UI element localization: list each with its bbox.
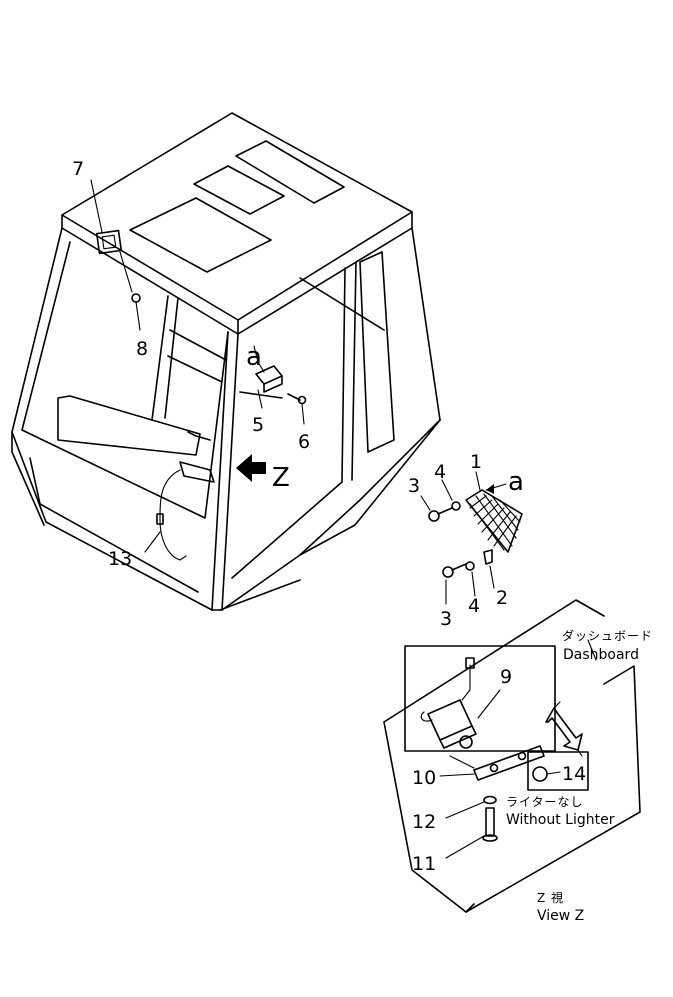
view-z-arrow xyxy=(236,454,266,482)
view-z-jp: Z 視 xyxy=(537,890,564,905)
label-view-arrow: Z xyxy=(272,463,290,493)
callout-4-top: 4 xyxy=(434,461,446,483)
bracket-5 xyxy=(255,361,283,409)
callout-13: 13 xyxy=(108,548,132,570)
callout-3-top: 3 xyxy=(408,475,420,497)
operator-cab xyxy=(11,112,441,611)
callout-2: 2 xyxy=(496,587,508,609)
callout-12: 12 xyxy=(412,811,436,833)
dashboard-label-en: Dashboard xyxy=(563,647,639,663)
callout-10: 10 xyxy=(412,767,436,789)
callout-7: 7 xyxy=(72,158,84,180)
callout-labels: 7 8 a 5 6 Z 13 1 4 3 a 2 4 3 ダッシュボード Das… xyxy=(72,158,653,924)
dashboard-label-jp: ダッシュボード xyxy=(562,628,653,643)
callout-3-bottom: 3 xyxy=(440,608,452,630)
callout-9: 9 xyxy=(500,666,512,688)
without-lighter-jp: ライターなし xyxy=(506,795,584,809)
screw-8 xyxy=(131,293,141,331)
callout-11: 11 xyxy=(412,853,436,875)
net-mesh xyxy=(469,493,521,551)
label-a-cab: a xyxy=(246,342,262,372)
harness-13 xyxy=(144,461,215,561)
callout-14: 14 xyxy=(562,763,586,785)
interior-lamp xyxy=(90,179,133,293)
leader-a xyxy=(253,345,259,363)
view-z-detail xyxy=(383,599,641,913)
callout-4-bottom: 4 xyxy=(468,595,480,617)
callout-6: 6 xyxy=(298,431,310,453)
without-lighter-en: Without Lighter xyxy=(506,812,615,828)
callout-5: 5 xyxy=(252,414,264,436)
callout-1: 1 xyxy=(470,451,482,473)
view-z-en: View Z xyxy=(537,908,584,924)
label-a-detail: a xyxy=(508,467,524,497)
net-detail xyxy=(420,471,523,605)
screw-6 xyxy=(287,393,307,425)
callout-8: 8 xyxy=(136,338,148,360)
